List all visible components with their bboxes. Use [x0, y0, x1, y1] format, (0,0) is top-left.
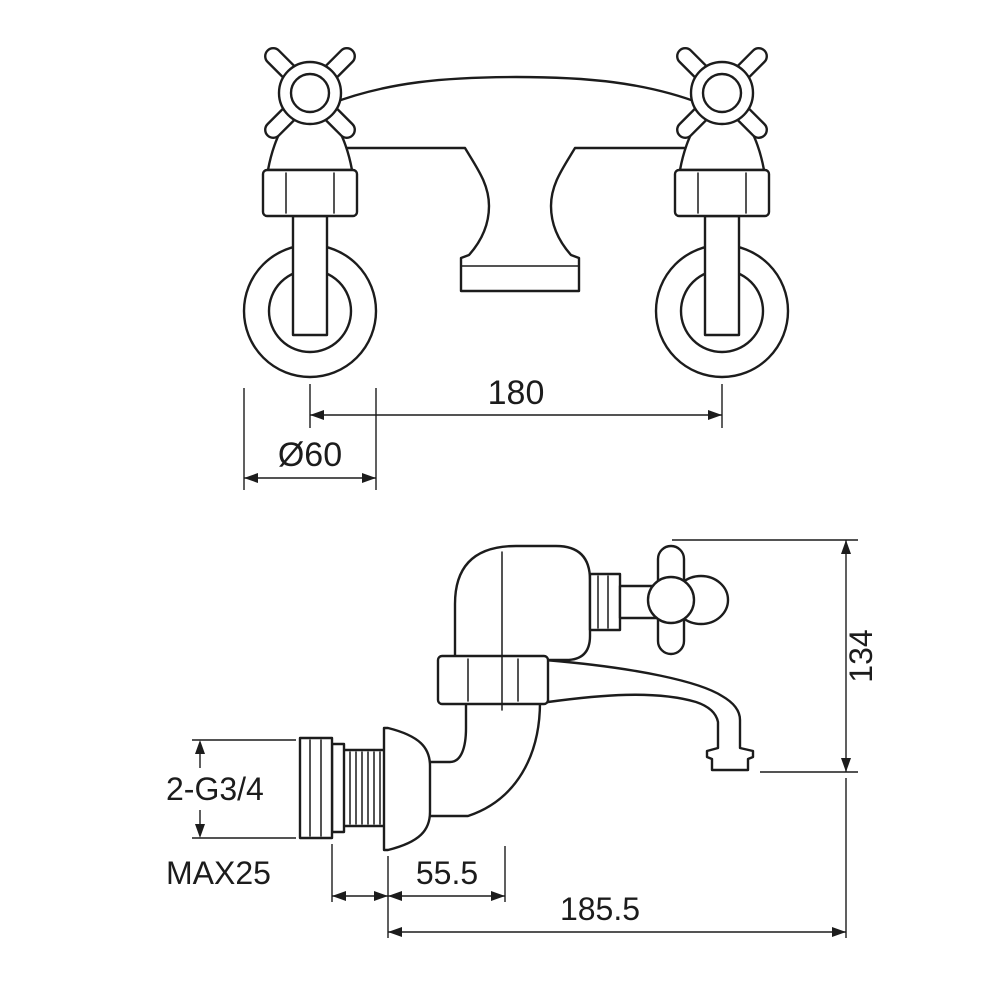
arrowhead — [708, 410, 722, 420]
dimension-thread: 2-G3/4 — [166, 739, 296, 839]
dimension-label-height: 134 — [843, 629, 879, 682]
bonnet — [588, 572, 622, 632]
arrowhead — [362, 473, 376, 483]
arrowhead — [491, 891, 505, 901]
valve-body-side — [453, 544, 592, 662]
dimension-label-max-wall: MAX25 — [166, 855, 271, 891]
dimension-label-reach: 185.5 — [560, 891, 640, 927]
wall-flange-side — [382, 726, 432, 852]
dimension-max-wall: MAX25 — [166, 844, 389, 938]
dimension-label-center-distance: 180 — [488, 374, 545, 412]
arrowhead — [195, 824, 205, 838]
dimension-label-thread: 2-G3/4 — [166, 771, 264, 807]
arrowhead — [244, 473, 258, 483]
handle-hub-side — [646, 575, 696, 625]
washer — [330, 742, 346, 834]
arrowhead — [388, 927, 402, 937]
dimension-label-flange-diameter: Ø60 — [278, 436, 342, 474]
arrowhead — [841, 758, 851, 772]
front-view: 180 Ø60 — [242, 43, 790, 490]
hex-nut-side — [436, 654, 550, 706]
arrowhead — [195, 740, 205, 754]
dimension-flange-diameter: Ø60 — [243, 388, 377, 490]
side-view: 134 2-G3/4 MAX25 55.5 — [166, 539, 879, 938]
arrowhead — [332, 891, 346, 901]
dimension-axis-offset: 55.5 — [388, 846, 506, 902]
arrowhead — [310, 410, 324, 420]
arrowhead — [388, 891, 402, 901]
dimension-reach: 185.5 — [388, 778, 847, 938]
dimension-label-axis-offset: 55.5 — [416, 855, 478, 891]
bridge-and-spout-outline — [328, 75, 704, 293]
locknut — [298, 736, 334, 840]
arrowhead — [832, 927, 846, 937]
arrowhead — [841, 540, 851, 554]
dimension-center-distance: 180 — [309, 374, 723, 428]
dimension-height: 134 — [672, 539, 879, 773]
elbow-to-wall — [426, 700, 542, 818]
spout-side-outline — [543, 658, 755, 772]
arrowhead — [374, 891, 388, 901]
